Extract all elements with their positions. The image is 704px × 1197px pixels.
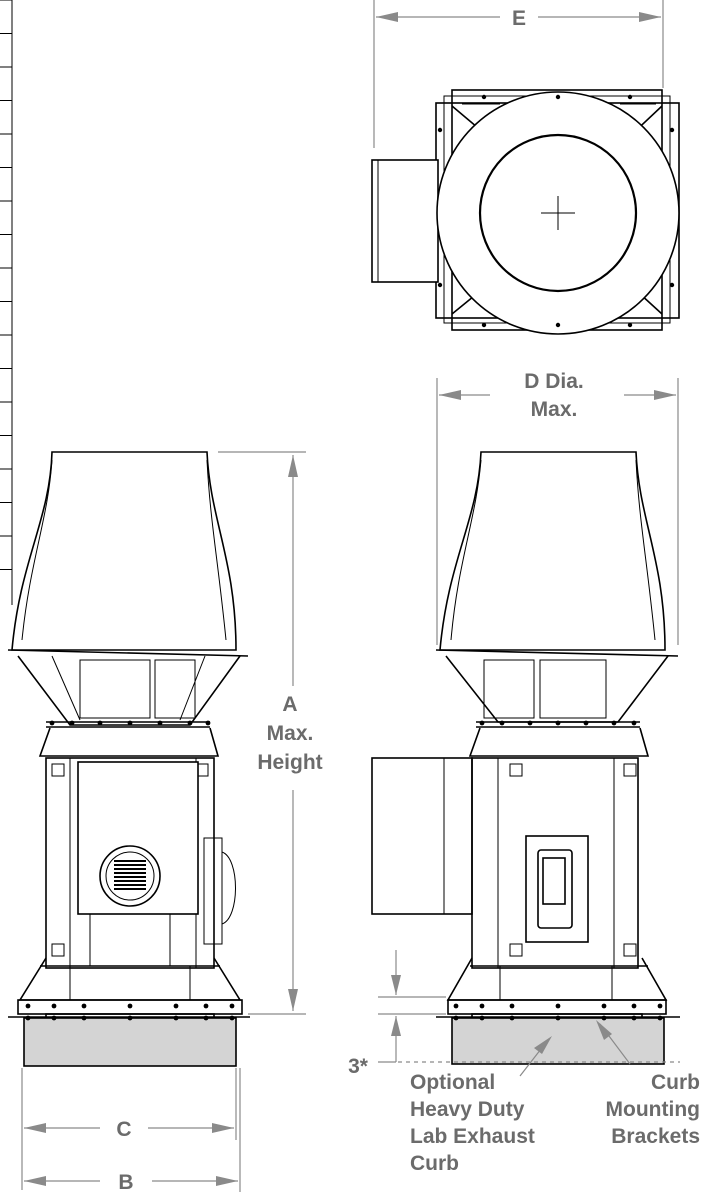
dimension-e: E bbox=[373, 0, 664, 148]
side-view-left bbox=[7, 451, 250, 1067]
bolt bbox=[81, 1003, 87, 1009]
bolt bbox=[631, 720, 637, 726]
curb-label-line4: Curb bbox=[410, 1152, 459, 1175]
dimension-a-label-line2: Max. bbox=[267, 722, 314, 745]
bolt bbox=[51, 1015, 57, 1021]
bolt bbox=[499, 720, 505, 726]
bolt bbox=[555, 1015, 561, 1021]
vent-slot bbox=[114, 888, 146, 890]
bolt bbox=[69, 720, 75, 726]
bolt bbox=[611, 720, 617, 726]
curb-label-line2: Heavy Duty bbox=[410, 1098, 525, 1121]
dimension-a: A Max. Height bbox=[218, 451, 323, 1015]
curb-label-line1: Optional bbox=[410, 1071, 495, 1094]
bolt bbox=[657, 1015, 663, 1021]
bolt bbox=[173, 1003, 179, 1009]
bolt bbox=[173, 1015, 179, 1021]
bolt bbox=[157, 720, 163, 726]
dimension-d: D Dia. Max. bbox=[436, 370, 679, 645]
dimension-b: B bbox=[24, 1068, 241, 1194]
bolt bbox=[81, 1015, 87, 1021]
dimension-c-label: C bbox=[116, 1118, 131, 1141]
bolt bbox=[127, 1003, 133, 1009]
top-view: E bbox=[371, 0, 680, 335]
brackets-callout: Curb Mounting Brackets bbox=[596, 1020, 700, 1148]
bolt bbox=[25, 1015, 31, 1021]
brackets-label-line3: Brackets bbox=[611, 1125, 700, 1148]
bolt bbox=[555, 1003, 561, 1009]
brackets-label-line1: Curb bbox=[651, 1071, 700, 1094]
dimension-d-label-line1: D Dia. bbox=[524, 370, 584, 393]
vent-slot bbox=[114, 876, 146, 878]
bolt bbox=[205, 720, 211, 726]
bolt bbox=[229, 1015, 235, 1021]
dimension-d-label-line2: Max. bbox=[531, 398, 578, 421]
vent-slot bbox=[114, 880, 146, 882]
bolt bbox=[631, 1003, 637, 1009]
vent-slot bbox=[114, 864, 146, 866]
dimension-c: C bbox=[21, 1068, 237, 1190]
bolt bbox=[527, 720, 533, 726]
bolt bbox=[601, 1003, 607, 1009]
curb-label-line3: Lab Exhaust bbox=[410, 1125, 535, 1148]
dimension-three: 3* bbox=[348, 950, 680, 1078]
bolt bbox=[509, 1003, 515, 1009]
brackets-label-line2: Mounting bbox=[606, 1098, 700, 1121]
bolt bbox=[631, 1015, 637, 1021]
bolt bbox=[49, 720, 55, 726]
bolt bbox=[479, 1003, 485, 1009]
bolt bbox=[657, 1003, 663, 1009]
bolt bbox=[51, 1003, 57, 1009]
left-curb bbox=[23, 1017, 237, 1067]
curb-callout: Optional Heavy Duty Lab Exhaust Curb bbox=[410, 1036, 552, 1175]
bolt bbox=[509, 1015, 515, 1021]
bolt bbox=[453, 1015, 459, 1021]
left-ruler bbox=[0, 0, 13, 605]
vent-slot bbox=[114, 884, 146, 886]
bolt bbox=[229, 1003, 235, 1009]
dimension-three-label: 3* bbox=[348, 1055, 369, 1078]
dimension-b-label: B bbox=[118, 1171, 133, 1194]
side-view-right bbox=[371, 451, 680, 1065]
bolt bbox=[25, 1003, 31, 1009]
bolt bbox=[583, 720, 589, 726]
right-curb bbox=[451, 1017, 665, 1065]
bolt bbox=[203, 1003, 209, 1009]
vent-slot bbox=[114, 872, 146, 874]
bolt bbox=[127, 720, 133, 726]
dimension-a-label-line1: A bbox=[282, 693, 297, 716]
vent-slot bbox=[114, 868, 146, 870]
bolt bbox=[555, 720, 561, 726]
bolt bbox=[203, 1015, 209, 1021]
bolt bbox=[127, 1015, 133, 1021]
dimension-e-label: E bbox=[512, 7, 526, 30]
bolt bbox=[601, 1015, 607, 1021]
bolt bbox=[479, 720, 485, 726]
vent-slot bbox=[114, 860, 146, 862]
bolt bbox=[453, 1003, 459, 1009]
bolt bbox=[187, 720, 193, 726]
bolt bbox=[97, 720, 103, 726]
bolt bbox=[479, 1015, 485, 1021]
dimension-a-label-line3: Height bbox=[257, 751, 322, 774]
